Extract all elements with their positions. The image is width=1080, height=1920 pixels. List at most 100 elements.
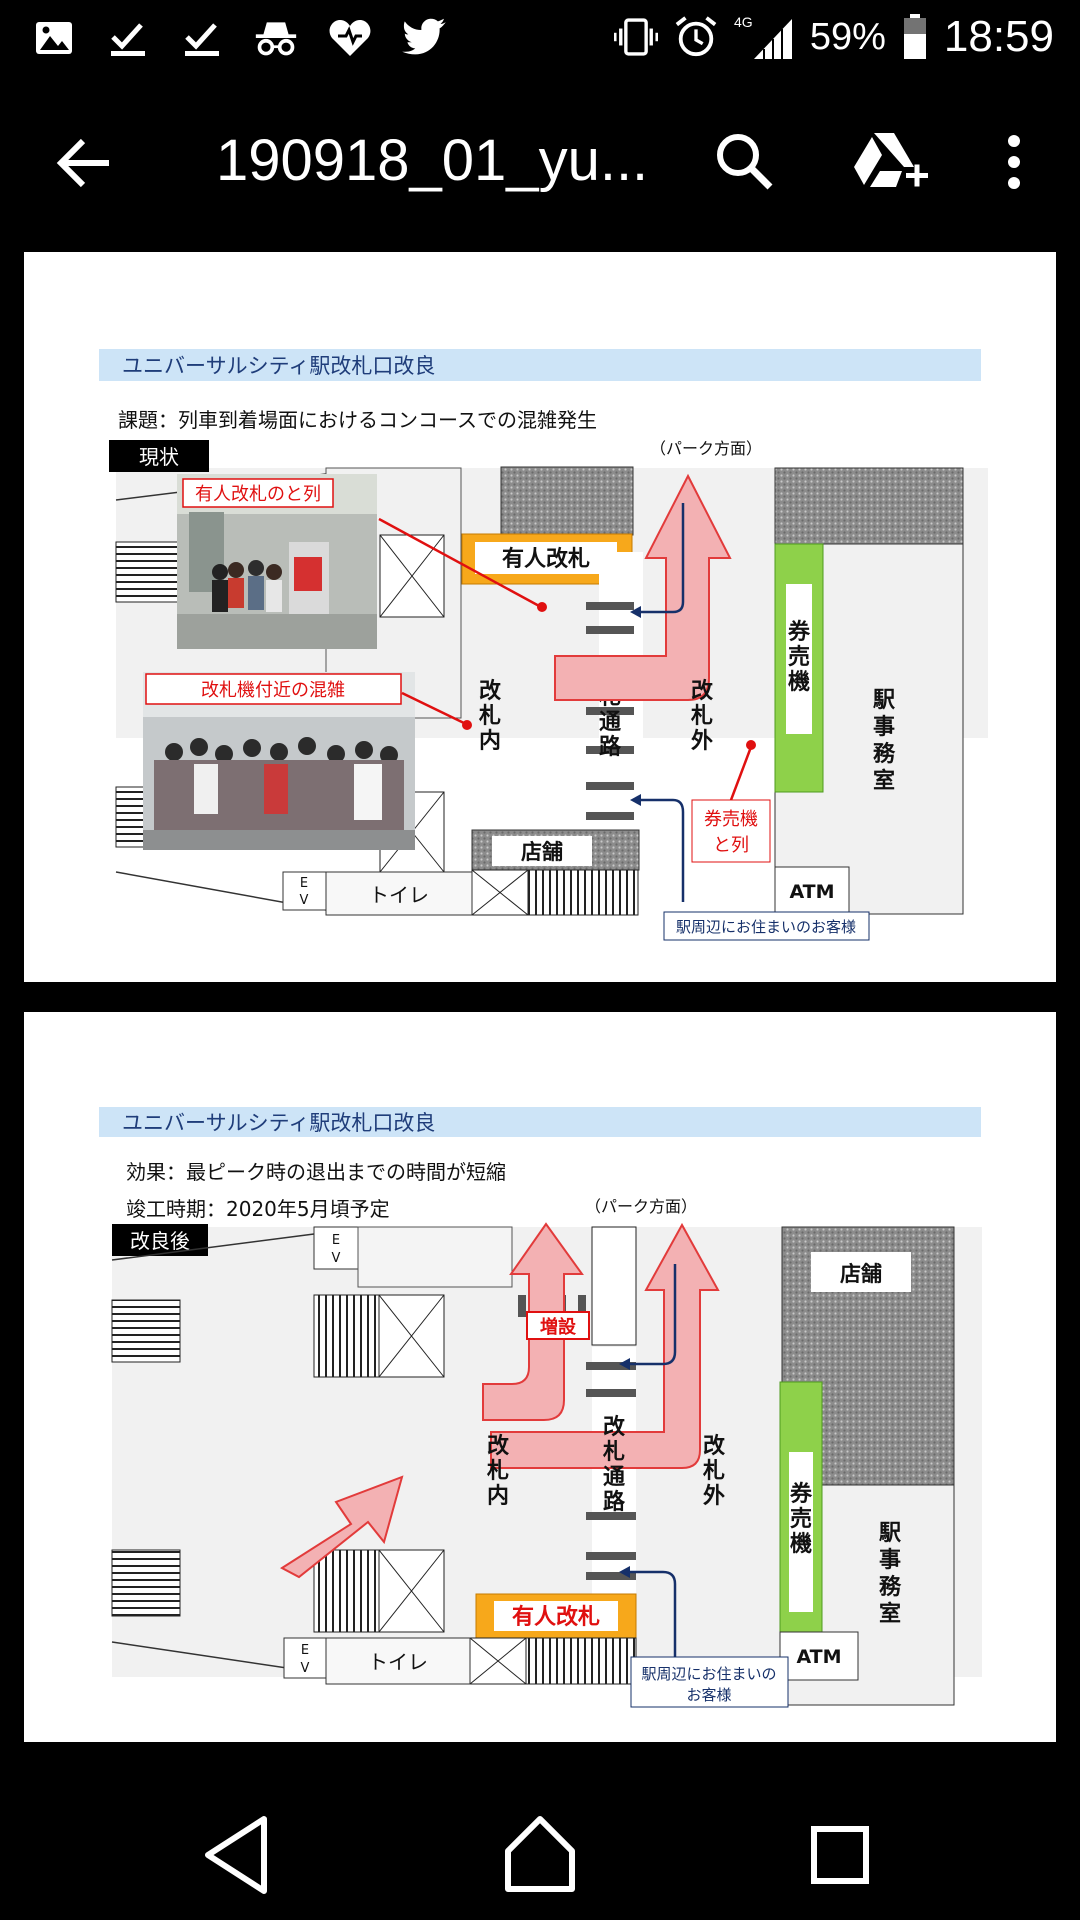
twitter-icon [402, 16, 446, 60]
recents-square-icon[interactable] [790, 1805, 890, 1905]
svg-text:E: E [300, 876, 308, 891]
document-title: 190918_01_yu... [216, 128, 649, 193]
added-gate-block [591, 1226, 637, 1346]
battery-percent: 59% [809, 15, 886, 58]
escalator [525, 1637, 637, 1685]
drive-add-icon[interactable] [852, 127, 932, 197]
residents-label-box [630, 1656, 789, 1708]
status-badge [109, 440, 209, 472]
inside-gate-label: 改 札 内 [478, 678, 502, 754]
home-icon[interactable] [490, 1805, 590, 1905]
svg-text:改: 改 [603, 1414, 626, 1440]
heart-icon [328, 16, 372, 60]
svg-text:事: 事 [873, 714, 895, 740]
heading-bar [99, 1107, 981, 1137]
svg-text:V: V [301, 1661, 310, 1676]
svg-text:改: 改 [479, 678, 502, 704]
more-vert-icon[interactable] [996, 127, 1032, 197]
ticket-queue-callout [691, 799, 771, 863]
notification-icons [32, 10, 446, 65]
shop-label: 店舗 [521, 840, 563, 864]
elevator [283, 1637, 327, 1679]
added-callout [526, 1311, 590, 1340]
svg-text:券売機: 券売機 [704, 809, 758, 830]
svg-text:内: 内 [487, 1484, 509, 1509]
svg-text:と列: と列 [713, 835, 749, 856]
svg-text:札: 札 [478, 704, 501, 729]
back-arrow-icon[interactable] [55, 133, 115, 193]
svg-text:事: 事 [879, 1547, 901, 1573]
slide-page-2: ユニバーサルシティ駅改札口改良 効果：最ピーク時の退出までの時間が短縮 竣工時期… [24, 1012, 1056, 1742]
svg-text:駅: 駅 [873, 688, 895, 713]
flow-arrow [554, 473, 732, 701]
clock: 18:59 [943, 12, 1054, 61]
svg-text:E: E [301, 1643, 309, 1658]
manned-gate-label: 有人改札 [502, 546, 590, 572]
flow-line [630, 1570, 677, 1662]
stairs [111, 1549, 181, 1617]
ticket-machine-label: 券 売 機 [789, 1481, 813, 1557]
system-icons: 4G 59% 18:59 [613, 8, 1054, 66]
status-bar: 4G 59% 18:59 [0, 0, 1080, 75]
battery-icon [902, 14, 928, 59]
flow-arrow [490, 1222, 720, 1469]
escalator [527, 869, 639, 916]
status-badge-label: 改良後 [130, 1229, 190, 1253]
crowd-callout [145, 673, 402, 705]
heading-bar [99, 349, 981, 381]
signal-icon: 4G [734, 14, 794, 59]
svg-text:通: 通 [599, 710, 621, 735]
image-icon [32, 16, 76, 60]
check-icon [106, 16, 150, 60]
schedule-text: 竣工時期：2020年5月頃予定 [126, 1197, 390, 1221]
toilet-label: トイレ [369, 883, 429, 907]
flow-line [641, 798, 685, 902]
svg-text:改: 改 [703, 1433, 726, 1459]
svg-text:改: 改 [691, 678, 714, 704]
incognito-icon [254, 16, 298, 60]
atm-label: ATM [789, 881, 834, 903]
gate-passage-label: 改 札 通 路 [602, 1414, 626, 1515]
manned-gate-label: 有人改札 [512, 1604, 600, 1630]
shop [492, 836, 592, 866]
slide-heading: ユニバーサルシティ駅改札口改良 [122, 1111, 435, 1135]
svg-text:V: V [332, 1251, 341, 1266]
hatched-block [500, 466, 634, 536]
network-type: 4G [734, 14, 753, 30]
svg-text:機: 機 [790, 1532, 812, 1557]
park-direction-label: （パーク方面） [650, 439, 762, 458]
queue-callout-label: 有人改札のと列 [195, 484, 321, 505]
added-callout-label: 増設 [540, 1316, 577, 1338]
toilet [325, 871, 473, 916]
flow-line [641, 503, 685, 614]
back-triangle-icon[interactable] [190, 1805, 290, 1905]
svg-text:V: V [300, 893, 309, 908]
alarm-icon [674, 15, 718, 59]
hatched-block [774, 467, 964, 545]
queue-callout [182, 478, 334, 508]
residents-label: 駅周辺にお住まいのお客様 [676, 918, 856, 936]
svg-text:券: 券 [787, 619, 811, 645]
svg-text:札: 札 [486, 1459, 509, 1484]
svg-text:通: 通 [603, 1465, 625, 1490]
slide-page-1: ユニバーサルシティ駅改札口改良 課題：列車到着場面におけるコンコースでの混雑発生… [24, 252, 1056, 982]
svg-text:内: 内 [479, 729, 501, 754]
flow-arrow [280, 1475, 404, 1579]
svg-text:札: 札 [702, 1459, 725, 1484]
svg-text:駅: 駅 [879, 1521, 901, 1546]
app-bar: 190918_01_yu... [0, 75, 1080, 240]
svg-text:機: 機 [788, 670, 810, 695]
inside-gate-label: 改 札 内 [486, 1433, 510, 1509]
stairs [115, 541, 185, 603]
station-office-label: 駅 事 務 室 [873, 688, 896, 794]
toilet-label: トイレ [368, 1650, 428, 1674]
svg-text:外: 外 [691, 728, 713, 754]
svg-text:改: 改 [487, 1433, 510, 1459]
residents-label: お客様 [686, 1686, 731, 1704]
residents-label: 駅周辺にお住まいの [641, 1665, 776, 1683]
vibrate-icon [613, 15, 658, 59]
search-icon[interactable] [710, 127, 780, 197]
svg-text:売: 売 [788, 644, 810, 670]
svg-text:札: 札 [690, 704, 713, 729]
outside-gate-label: 改 札 外 [702, 1433, 726, 1509]
